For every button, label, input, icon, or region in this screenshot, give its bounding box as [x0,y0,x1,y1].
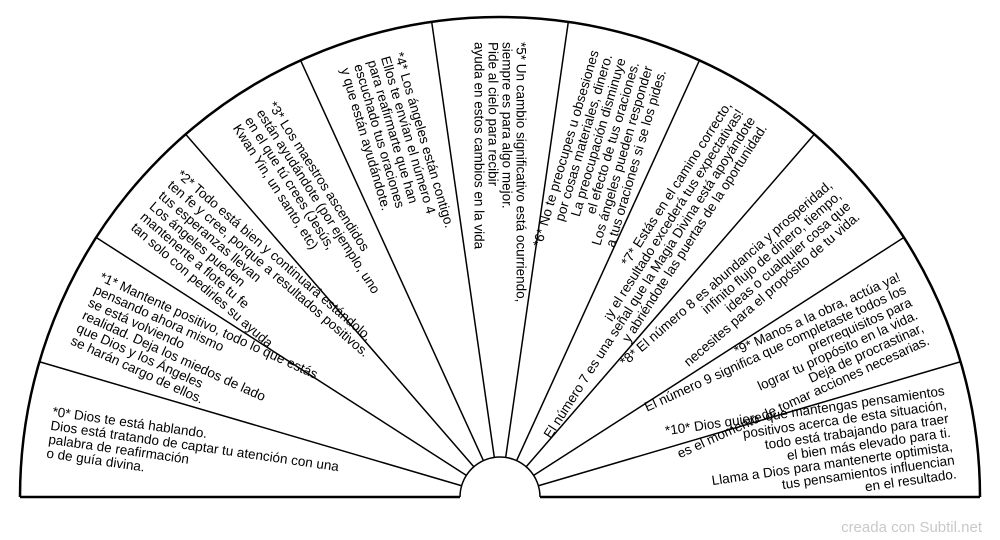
sector-divider [504,21,570,458]
sector-divider [185,133,475,468]
sector-divider [515,60,701,461]
sector-label-0: *0* Dios te está hablando.Dios está trat… [46,404,341,475]
sector-label-4: *4* Los ángeles están contigo.Ellos te e… [338,50,457,229]
sector-divider [430,21,496,458]
sector-divider [39,361,462,487]
sector-label-10: *10* Dios quiere que mantengas pensamien… [664,383,957,494]
outer-arc [18,15,982,498]
sector-divider [299,60,485,461]
footer-credit: creada con Subtil.net [841,519,982,536]
sector-text-line: ayuda en estos cambios en la vida [472,42,487,250]
sector-divider [95,236,467,477]
sector-divider [538,361,961,487]
sector-text-line: siempre es para algo mejor. [500,42,515,209]
sector-text-line: Pide al cielo para recibir [486,42,501,187]
sector-text-line: *5* Un cambio significativo está ocurrie… [514,42,529,302]
inner-arc [459,456,541,498]
sector-label-5: *5* Un cambio significativo está ocurrie… [472,42,529,302]
sector-divider [525,133,815,468]
sector-divider [533,236,905,477]
